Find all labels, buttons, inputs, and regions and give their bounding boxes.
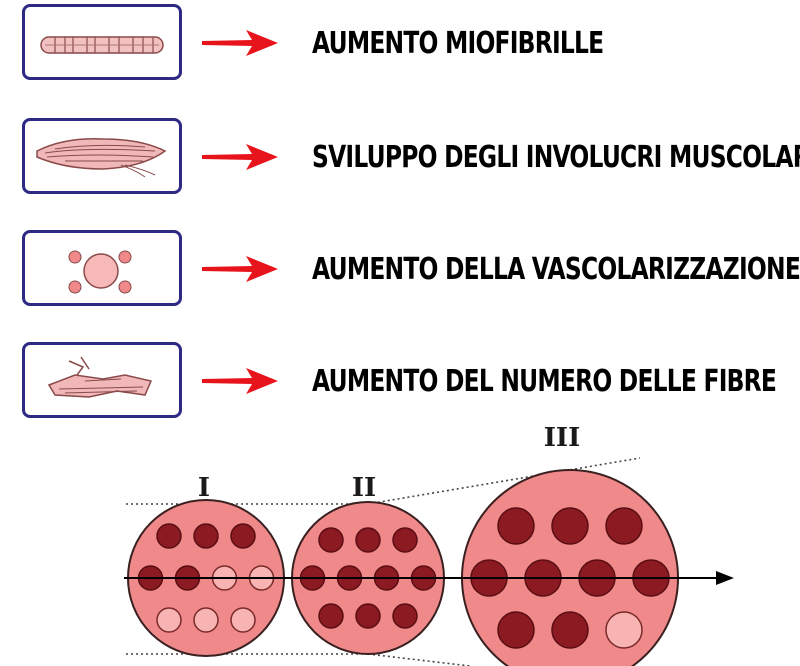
- fiber-number-icon: [47, 356, 153, 398]
- muscle-sheath-icon-box: [22, 118, 182, 194]
- stage-1: I: [127, 473, 285, 657]
- row-label-muscle-sheaths: SVILUPPO DEGLI INVOLUCRI MUSCOLARI: [312, 140, 800, 175]
- muscle-fiber-filled: [355, 527, 381, 553]
- muscle-fiber-empty: [156, 607, 182, 633]
- muscle-fiber-filled: [497, 507, 535, 545]
- muscle-fiber-filled: [551, 611, 589, 649]
- row-label-myofibrils: AUMENTO MIOFIBRILLE: [312, 26, 604, 61]
- muscle-fiber-filled: [156, 523, 182, 549]
- muscle-fiber-filled: [318, 527, 344, 553]
- myofibril-icon: [40, 36, 164, 54]
- muscle-fiber-filled: [551, 507, 589, 545]
- stage-numeral: II: [352, 473, 376, 503]
- vascularization-icon: [68, 250, 132, 294]
- vascularization-icon-box: [22, 230, 182, 306]
- muscle-fiber-empty: [605, 611, 643, 649]
- row-label-vascularization: AUMENTO DELLA VASCOLARIZZAZIONE: [312, 252, 800, 287]
- arrow-right-icon: [202, 256, 278, 282]
- stage-numeral: I: [198, 473, 210, 503]
- stage-numeral: III: [544, 423, 581, 453]
- muscle-sheath-icon: [36, 138, 167, 178]
- axis-arrow: [124, 571, 734, 585]
- muscle-fiber-filled: [230, 523, 256, 549]
- hypertrophy-stages-diagram: I II III: [124, 423, 734, 666]
- muscle-fiber-empty: [230, 607, 256, 633]
- arrow-right-icon: [202, 30, 278, 56]
- muscle-fiber-filled: [318, 603, 344, 629]
- muscle-fiber-filled: [392, 603, 418, 629]
- row-label-fiber-number: AUMENTO DEL NUMERO DELLE FIBRE: [312, 364, 777, 399]
- stage-3: III: [461, 423, 679, 666]
- muscle-fiber-filled: [392, 527, 418, 553]
- muscle-fiber-filled: [193, 523, 219, 549]
- muscle-fiber-empty: [193, 607, 219, 633]
- dotted-guide-lines: [126, 457, 641, 666]
- myofibril-icon-box: [22, 4, 182, 80]
- arrow-right-icon: [202, 368, 278, 394]
- arrow-right-icon: [202, 144, 278, 170]
- muscle-fiber-filled: [605, 507, 643, 545]
- muscle-fiber-filled: [497, 611, 535, 649]
- stage-2: II: [291, 473, 445, 655]
- muscle-fiber-filled: [355, 603, 381, 629]
- fiber-number-icon-box: [22, 342, 182, 418]
